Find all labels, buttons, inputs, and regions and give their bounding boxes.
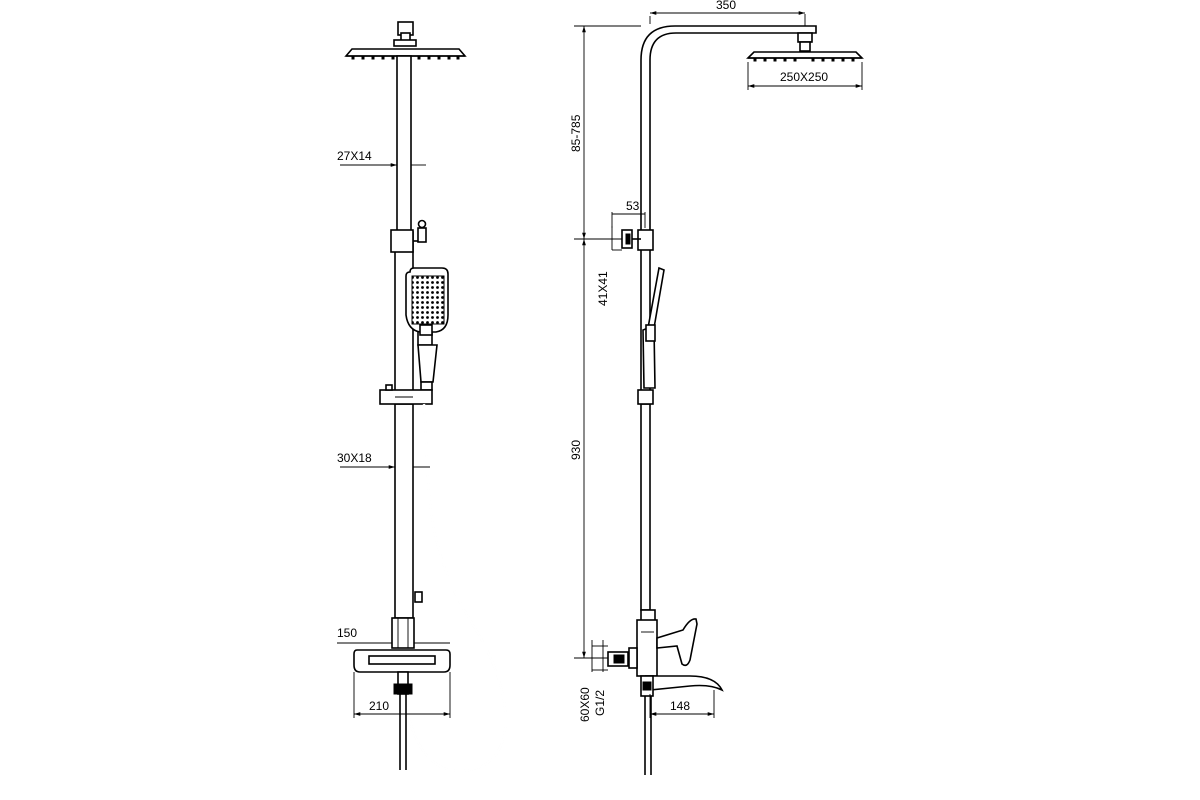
- dim-arm-reach: 350: [716, 0, 736, 12]
- front-hose: [403, 403, 507, 773]
- front-overhead-shower: [344, 21, 467, 60]
- dim-overhead-size: 250X250: [780, 70, 828, 84]
- dim-valve-height: 150: [337, 626, 357, 640]
- dim-holder-size: 41X41: [596, 271, 610, 306]
- side-view: 350 250X250 85-785 930 53 41X41: [569, 0, 864, 775]
- dim-thread: G1/2: [593, 690, 607, 716]
- side-hand-shower: [642, 266, 665, 389]
- side-overhead-shower: [746, 32, 864, 62]
- dim-valve-width: 210: [369, 699, 389, 713]
- dim-spout-reach: 148: [670, 699, 690, 713]
- front-dimensions: 27X14 30X18 150 210: [337, 149, 451, 718]
- dim-arm-tube-size: 27X14: [337, 149, 372, 163]
- side-mixer-body: [607, 609, 724, 775]
- front-slide-holder: [379, 384, 433, 405]
- side-wall-bracket: [621, 229, 641, 249]
- front-mixer-valve: [353, 617, 451, 770]
- dim-holder-offset: 53: [626, 199, 640, 213]
- dim-arm-height-range: 85-785: [569, 114, 583, 152]
- side-dimensions: 350 250X250 85-785 930 53 41X41: [569, 0, 863, 722]
- front-upper-clamp: [390, 219, 427, 253]
- dim-riser-tube-size: 30X18: [337, 451, 372, 465]
- front-view: 27X14 30X18 150 210: [337, 21, 507, 773]
- side-shower-arm: [640, 25, 817, 233]
- side-riser-pipe: [637, 229, 654, 611]
- dim-plate-size: 60X60: [578, 687, 592, 722]
- dim-riser-height: 930: [569, 440, 583, 460]
- front-hand-shower: [405, 267, 449, 391]
- front-riser-pipe: [394, 55, 414, 619]
